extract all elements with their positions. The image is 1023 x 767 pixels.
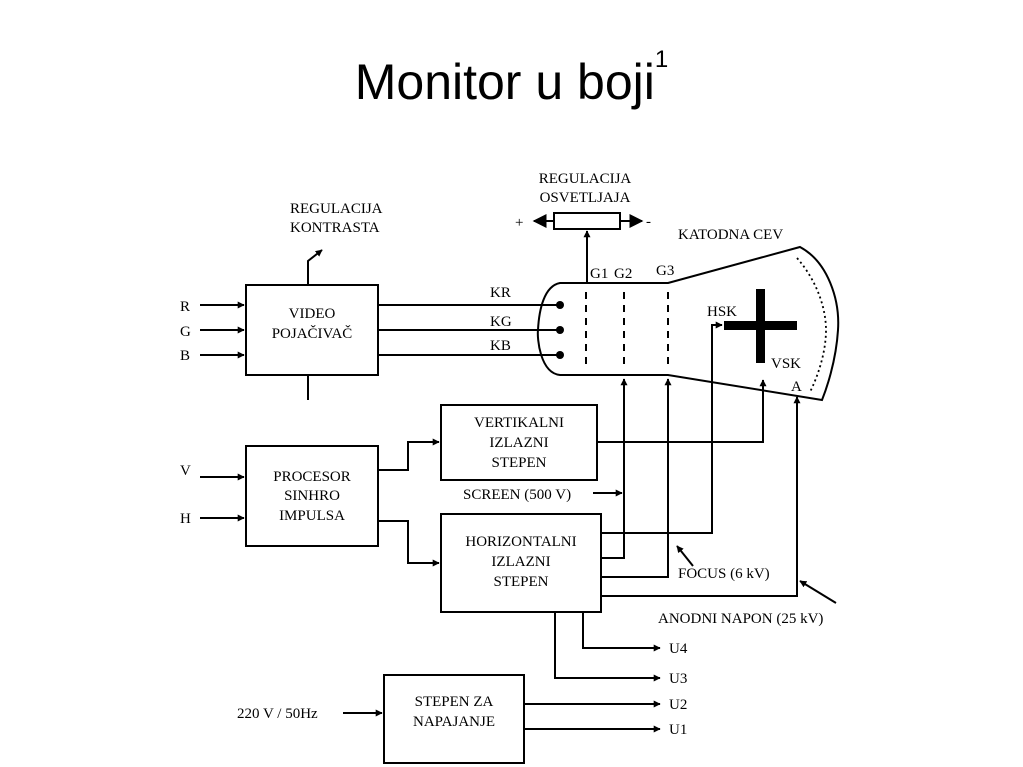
title-superscript: 1 [654,46,669,73]
anode-arrow [601,396,801,597]
vertical-block-line2: IZLAZNI [489,435,548,451]
horizontal-block-line2: IZLAZNI [491,554,550,570]
focus-voltage-label: FOCUS (6 kV) [678,566,770,582]
horizontal-block-line1: HORIZONTALNI [465,534,576,550]
u4-label: U4 [669,641,688,657]
power-block-line2: NAPAJANJE [413,714,495,730]
u4-arrow [582,612,661,652]
brightness-minus-label: - [646,214,651,230]
u1-label: U1 [669,722,687,738]
input-g-label: G [180,324,191,340]
u3-arrow [554,612,661,682]
u2-label: U2 [669,697,687,713]
screen-g2-arrow [601,378,628,559]
slide-title: Monitor u boji1 [0,46,1023,112]
vertical-block-line1: VERTIKALNI [474,415,564,431]
horizontal-block-line3: STEPEN [493,574,548,590]
power-supply-block [383,674,525,764]
u3-label: U3 [669,671,687,687]
brightness-potentiometer [553,212,621,230]
processor-block-line3: IMPULSA [279,508,345,524]
vertical-deflection-bar [756,289,765,363]
contrast-label-line1: REGULACIJA [290,201,383,217]
screen-voltage-label: SCREEN (500 V) [463,487,571,503]
brightness-label-line2: OSVETLJAJA [540,190,631,206]
cathode-blue-dot [556,351,564,359]
title-text: Monitor u boji [354,54,655,110]
cathode-red-dot [556,301,564,309]
proc-to-horizontal-arrow [378,520,440,567]
input-b-label: B [180,348,190,364]
horizontal-to-hsk-arrow [601,321,723,534]
cathode-kb-label: KB [490,338,511,354]
mains-label: 220 V / 50Hz [237,706,318,722]
vertical-to-vsk-arrow [597,379,767,443]
contrast-control-arrow [307,249,323,285]
contrast-label-line2: KONTRASTA [290,220,380,236]
video-block-line1: VIDEO [289,306,336,322]
crt-phosphor-screen [796,257,827,393]
power-block-line1: STEPEN ZA [415,694,494,710]
hsk-label: HSK [707,304,737,320]
processor-block-line2: SINHRO [284,488,340,504]
focus-g3-arrow [601,378,672,578]
grid-g1-label: G1 [590,266,608,282]
vsk-label: VSK [771,356,801,372]
input-r-label: R [180,299,190,315]
input-h-label: H [180,511,191,527]
horizontal-output-block [440,513,602,613]
crt-outline [536,245,840,402]
focus-label-arrow [676,545,694,567]
video-block-line2: POJAČIVAČ [272,325,353,342]
grid-g2-label: G2 [614,266,632,282]
grid-g3-label: G3 [656,263,674,279]
anode-voltage-label: ANODNI NAPON (25 kV) [658,611,823,627]
brightness-plus-label: + [515,215,523,231]
cathode-kr-label: KR [490,285,511,301]
crt-label: KATODNA CEV [678,227,783,243]
anode-label-arrow [799,580,837,604]
brightness-label-line1: REGULACIJA [539,171,632,187]
cathode-kg-label: KG [490,314,512,330]
input-v-label: V [180,463,191,479]
cathode-green-dot [556,326,564,334]
sync-processor-block [245,445,379,547]
processor-block-line1: PROCESOR [273,469,351,485]
anode-terminal-label: A [791,379,802,395]
proc-to-vertical-arrow [378,438,440,471]
vertical-block-line3: STEPEN [491,455,546,471]
